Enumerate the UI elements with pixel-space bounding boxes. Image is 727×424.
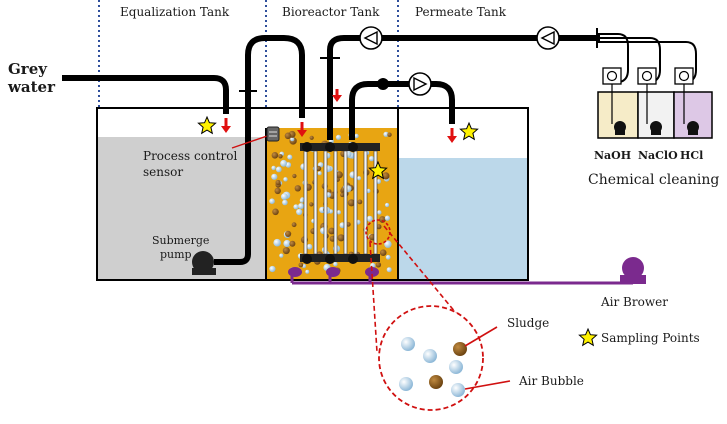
chemical-line-naoh [598,33,629,83]
legend-star-icon [578,327,598,347]
label-hcl: HCl [680,149,703,162]
zoom-source-circle [365,219,391,245]
dosing-head-icon [650,121,662,135]
permeate-main-pipe [327,35,600,140]
star-icon [197,115,217,135]
flow-arrow [332,89,342,102]
air-blower-icon [620,257,646,284]
submerge-pump-icon [192,251,216,275]
chemical-pump-icon [674,67,694,85]
label-naclo: NaClO [638,149,678,162]
pump-icon [359,26,383,50]
label-equalization-tank: Equalization Tank [120,5,230,19]
pump-icon [536,26,560,50]
label-water: water [7,78,56,96]
sensor-icon [266,126,280,142]
label-submerge: Submerge [152,234,209,247]
bubble-pointer [464,380,511,390]
zoom-line-left [369,241,378,353]
pump-icon [408,72,432,96]
label-air-bubble: Air Bubble [518,374,584,388]
label-bioreactor-tank: Bioreactor Tank [282,5,380,19]
transfer-pipe [214,35,305,265]
permeate-transfer-pipe [349,81,455,140]
flow-arrow [221,118,231,133]
star-icon [578,327,598,347]
dosing-head-icon [614,121,626,135]
flow-arrow [447,128,457,143]
label-sampling-points: Sampling Points [601,331,700,345]
chemical-pump-icon [637,67,657,85]
label-sludge: Sludge [507,316,549,330]
magnified-sludge [429,342,467,389]
junction-dot [377,78,389,90]
equalization-water [97,137,266,280]
label-air-blower: Air Brower [600,295,668,309]
label-pump: pump [160,248,192,261]
label-sensor: sensor [143,165,183,179]
label-chemical-cleaning: Chemical cleaning [588,172,719,188]
label-process-control: Process control [143,149,237,163]
chemical-pump-icon [602,67,622,85]
star-icon [459,121,479,141]
magnified-bubbles [399,337,465,397]
label-grey: Grey [8,60,48,78]
permeate-water [398,158,528,280]
sensor-pointer [231,134,271,149]
label-naoh: NaOH [594,149,631,162]
sampling-stars [197,115,479,180]
sludge-pointer [464,326,498,347]
flow-arrow [297,122,307,137]
membrane-module [300,142,380,264]
dosing-head-icon [687,121,699,135]
label-permeate-tank: Permeate Tank [415,5,507,19]
greywater-inlet-pipe [62,75,229,114]
star-icon [368,160,388,180]
tank-outline [96,107,529,281]
diffuser-icon [288,267,379,277]
